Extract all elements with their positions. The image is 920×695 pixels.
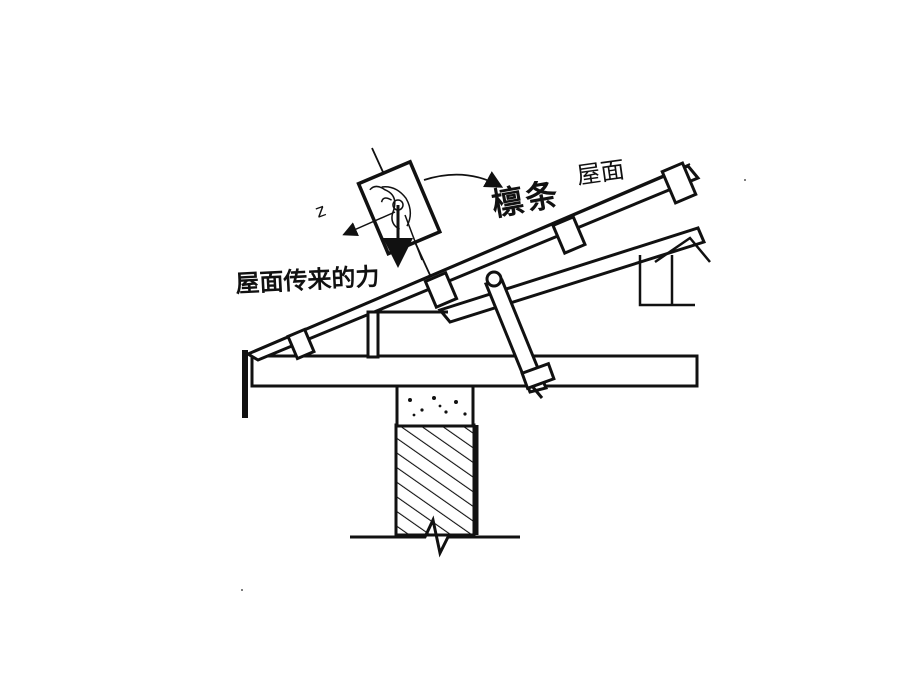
roof-rafter [244,163,701,362]
label-roof-load: 屋面传来的力 [235,262,380,297]
adjacent-roof-outline [638,236,711,307]
purlin-blocks [286,161,698,361]
label-axis-z: z [313,200,329,223]
brick-wall [350,384,520,558]
label-purlin: 檩条 [489,175,563,224]
tie-beam [242,350,699,418]
label-roof: 屋面 [575,156,626,190]
bolt [483,270,556,399]
vertical-post [366,310,448,359]
purlin-section-detail [342,147,504,276]
concrete-dots [408,396,467,417]
